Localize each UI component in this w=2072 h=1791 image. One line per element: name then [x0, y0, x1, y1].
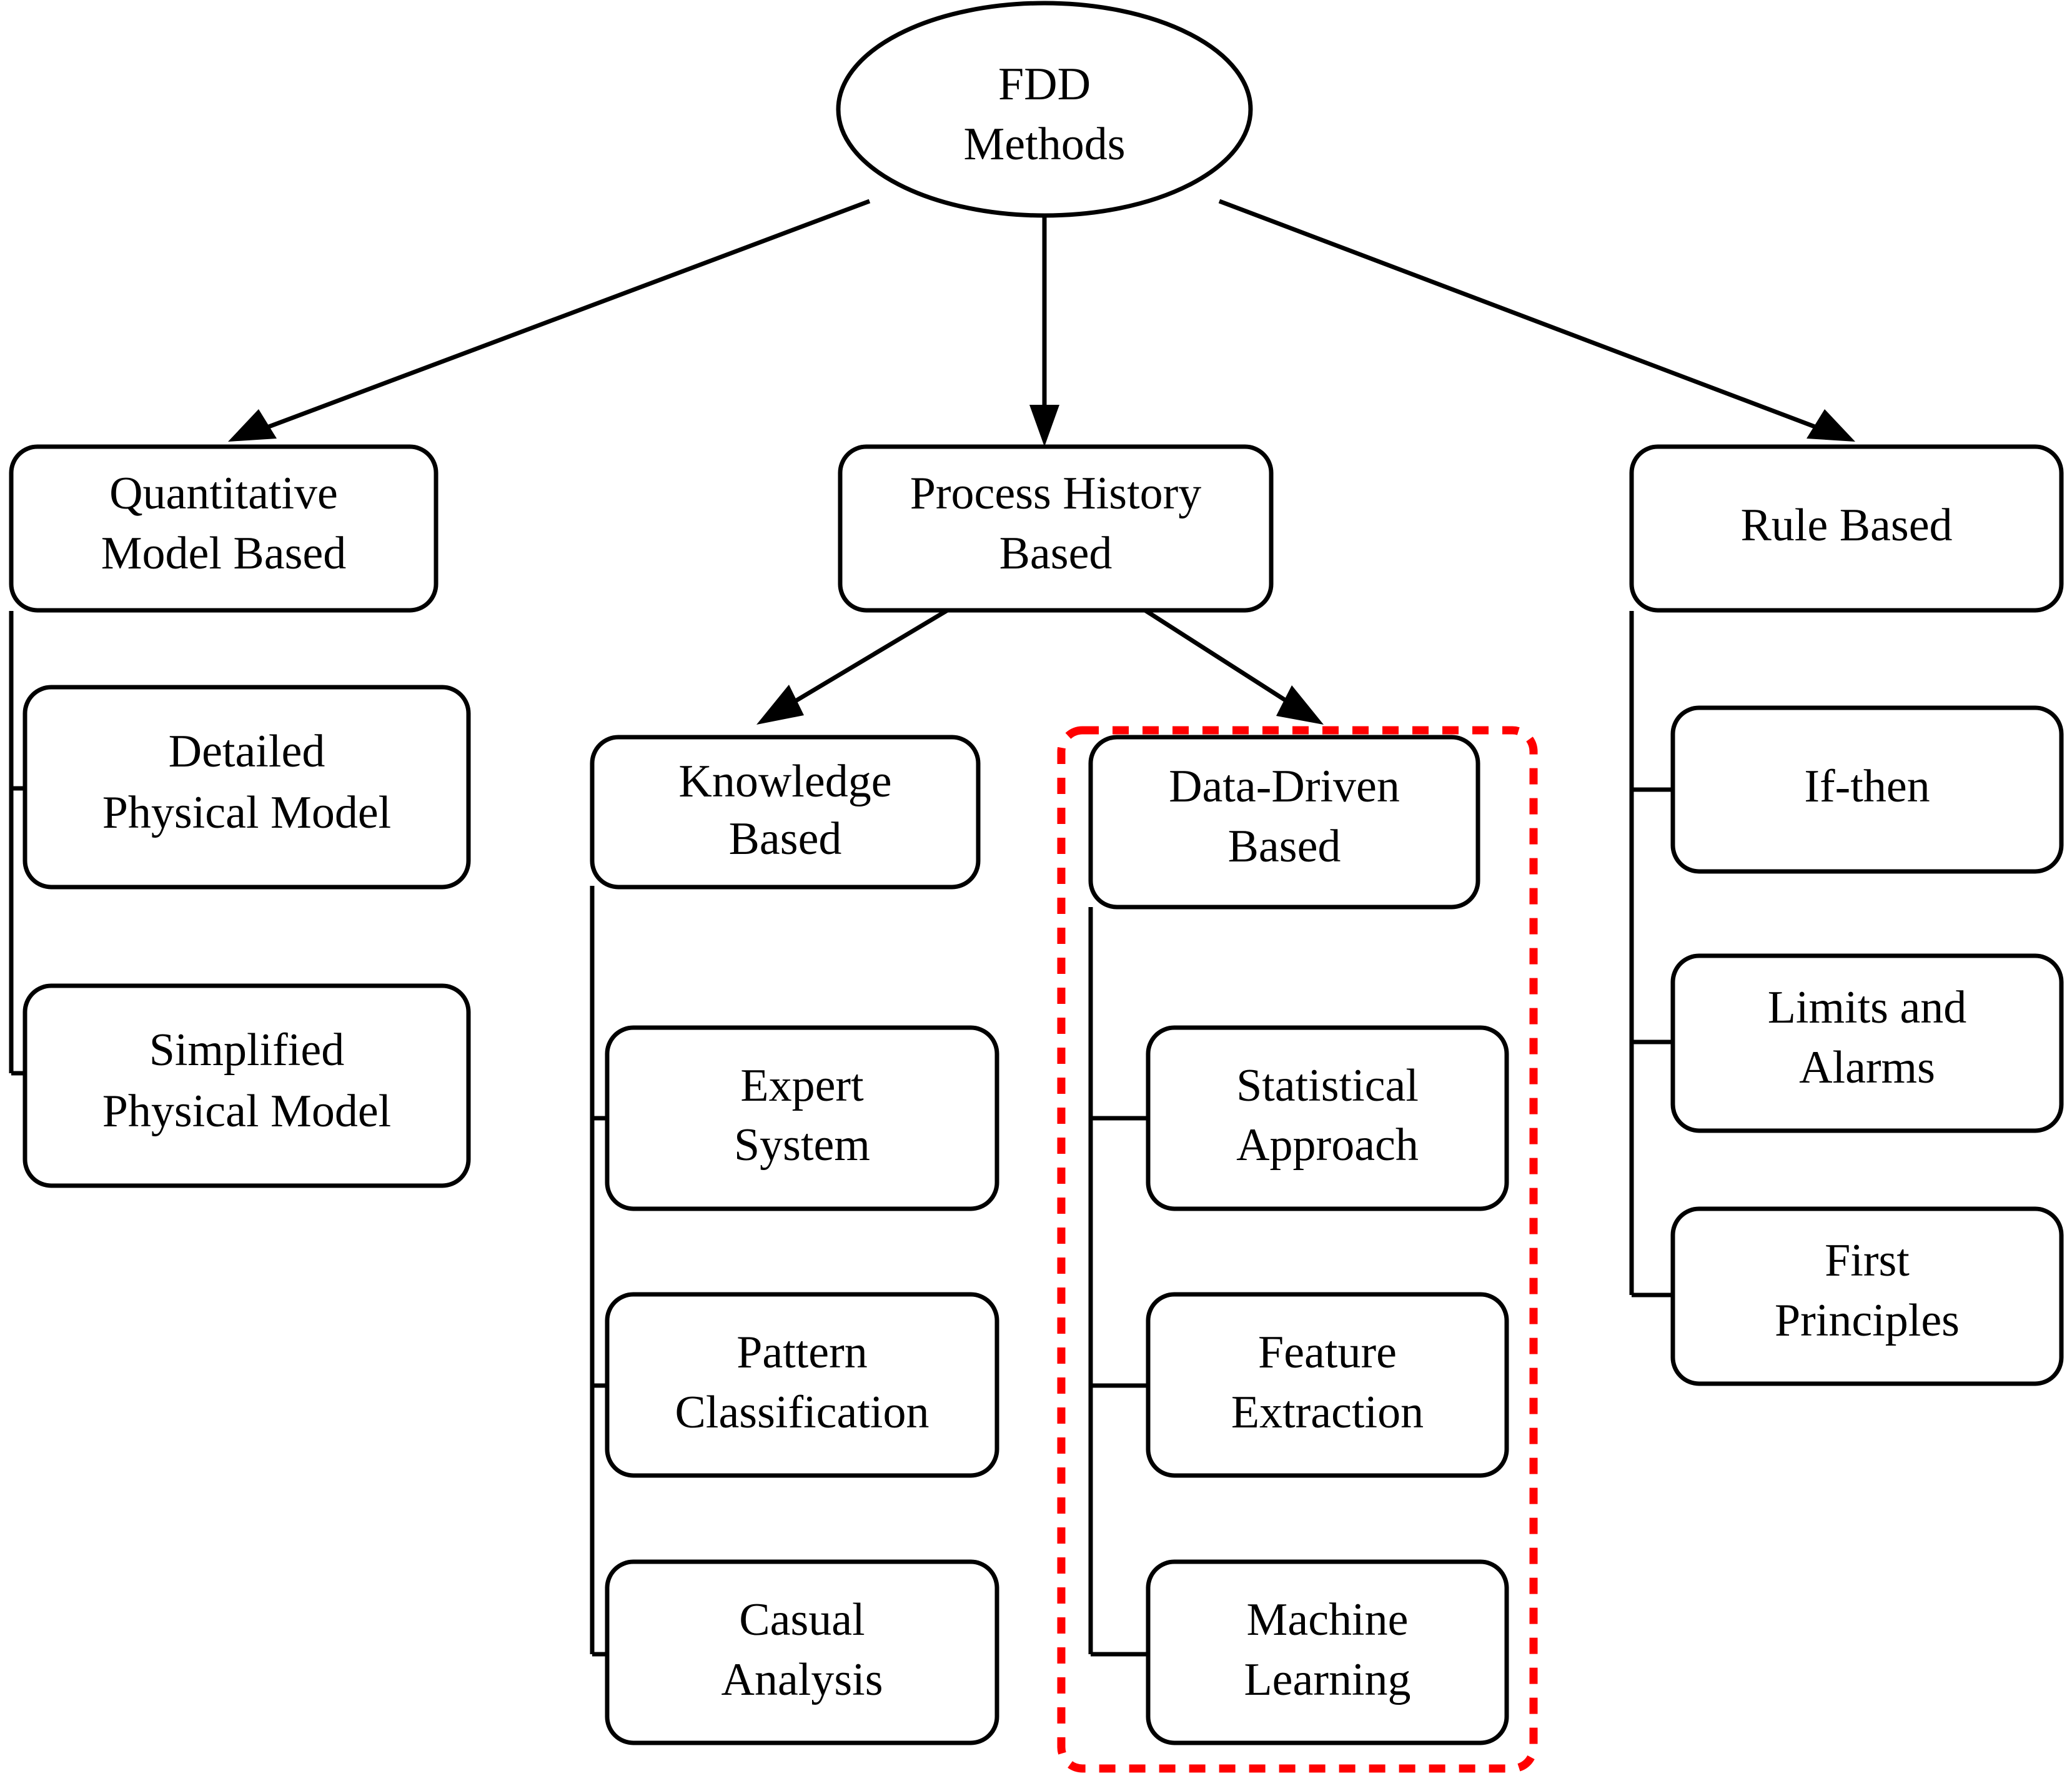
node-pattern-classification-line2: Classification: [675, 1387, 929, 1438]
process-history-to-knowledge-arrow: [756, 607, 951, 725]
node-detailed-physical-model[interactable]: Detailed Physical Model: [22, 685, 471, 890]
node-quantitative-model-based-line2: Model Based: [101, 528, 347, 579]
node-pattern-classification-line1: Pattern: [736, 1327, 868, 1378]
node-if-then[interactable]: If-then: [1670, 705, 2064, 874]
node-rule-based-line1: Rule Based: [1740, 500, 1952, 551]
node-feature-extraction[interactable]: Feature Extraction: [1146, 1292, 1509, 1478]
root-to-quantitative-arrow: [228, 199, 871, 442]
node-knowledge-based-line1: Knowledge: [678, 756, 891, 807]
node-casual-analysis[interactable]: Casual Analysis: [605, 1559, 999, 1745]
node-expert-system-line1: Expert: [740, 1060, 864, 1111]
node-process-history-based[interactable]: Process History Based: [838, 444, 1274, 613]
node-detailed-physical-model-line1: Detailed: [169, 726, 325, 777]
node-simplified-physical-model-line2: Physical Model: [102, 1086, 391, 1137]
node-knowledge-based[interactable]: Knowledge Based: [590, 735, 981, 890]
node-feature-extraction-line1: Feature: [1258, 1327, 1397, 1378]
node-casual-analysis-line1: Casual: [739, 1594, 865, 1645]
node-limits-and-alarms[interactable]: Limits and Alarms: [1670, 953, 2064, 1133]
knowledge-children-connector: [590, 886, 607, 1657]
node-casual-analysis-line2: Analysis: [721, 1654, 883, 1705]
node-feature-extraction-line2: Extraction: [1231, 1387, 1424, 1438]
node-simplified-physical-model[interactable]: Simplified Physical Model: [22, 983, 471, 1188]
node-fdd-methods-line2: Methods: [964, 119, 1126, 170]
node-expert-system-line2: System: [734, 1119, 870, 1171]
node-machine-learning-line1: Machine: [1247, 1594, 1409, 1645]
node-first-principles-line1: First: [1825, 1235, 1910, 1286]
node-statistical-approach-line2: Approach: [1236, 1119, 1419, 1171]
node-statistical-approach[interactable]: Statistical Approach: [1146, 1025, 1509, 1211]
quantitative-children-connector: [9, 611, 25, 1076]
node-expert-system[interactable]: Expert System: [605, 1025, 999, 1211]
process-history-to-data-driven-arrow: [1142, 607, 1324, 725]
node-rule-based[interactable]: Rule Based: [1629, 444, 2064, 613]
node-fdd-methods[interactable]: FDD Methods: [836, 1, 1253, 218]
root-to-rule-based-arrow: [1218, 199, 1855, 442]
node-limits-and-alarms-line1: Limits and: [1768, 982, 1967, 1033]
node-process-history-based-line1: Process History: [910, 468, 1202, 519]
node-if-then-line1: If-then: [1804, 761, 1930, 812]
data-driven-highlight-box: [1057, 726, 1538, 1773]
node-detailed-physical-model-line2: Physical Model: [102, 787, 391, 838]
node-data-driven-based-line2: Based: [1228, 821, 1341, 872]
node-simplified-physical-model-line1: Simplified: [149, 1024, 344, 1076]
node-machine-learning-line2: Learning: [1244, 1654, 1410, 1705]
node-process-history-based-line2: Based: [999, 528, 1113, 579]
root-to-process-history-arrow: [1029, 201, 1059, 447]
rule-children-connector: [1629, 611, 1673, 1297]
node-quantitative-model-based[interactable]: Quantitative Model Based: [9, 444, 439, 613]
node-knowledge-based-line2: Based: [729, 813, 842, 865]
node-first-principles[interactable]: First Principles: [1670, 1206, 2064, 1386]
node-pattern-classification[interactable]: Pattern Classification: [605, 1292, 999, 1478]
node-machine-learning[interactable]: Machine Learning: [1146, 1559, 1509, 1745]
node-limits-and-alarms-line2: Alarms: [1799, 1042, 1935, 1093]
node-first-principles-line2: Principles: [1775, 1295, 1960, 1346]
node-quantitative-model-based-line1: Quantitative: [109, 468, 338, 519]
node-fdd-methods-line1: FDD: [998, 59, 1091, 110]
node-data-driven-based[interactable]: Data-Driven Based: [1088, 735, 1480, 910]
data-driven-children-connector: [1088, 907, 1148, 1657]
node-data-driven-based-line1: Data-Driven: [1169, 761, 1400, 812]
node-statistical-approach-line1: Statistical: [1236, 1060, 1419, 1111]
